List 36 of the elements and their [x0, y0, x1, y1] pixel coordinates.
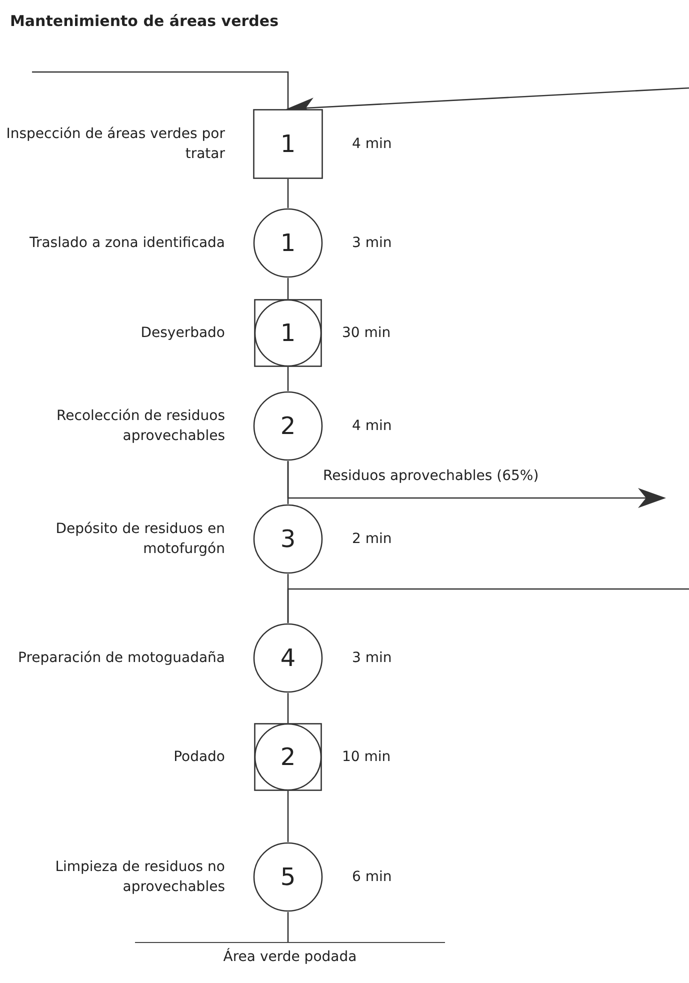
step-description: Podado [172, 748, 225, 767]
inspection-square: 1 [253, 109, 323, 179]
time-label: 4 min [352, 135, 392, 154]
operation-circle: 2 [253, 391, 323, 461]
operation-circle: 1 [253, 208, 323, 278]
time-label: 10 min [342, 748, 391, 767]
operation-circle: 5 [253, 842, 323, 912]
flow-line [287, 367, 289, 391]
combined-operation-symbol: 2 [254, 723, 322, 791]
flow-line [287, 461, 289, 504]
flow-line [287, 278, 289, 299]
combined-operation-symbol: 1 [254, 299, 322, 367]
time-label: 2 min [352, 530, 392, 549]
operation-circle: 4 [253, 623, 323, 693]
time-label: 3 min [352, 649, 392, 668]
flow-line [287, 693, 289, 723]
operation-circle: 3 [253, 504, 323, 574]
step-description: Preparación de motoguadaña [17, 649, 225, 668]
step-description: Recolección de residuos aprovechables [56, 407, 225, 446]
step-description: Desyerbado [140, 324, 225, 343]
step-description: Inspección de áreas verdes por tratar [5, 125, 225, 164]
time-label: 30 min [342, 324, 391, 343]
flow-line [287, 588, 689, 623]
diagram-title: Mantenimiento de áreas verdes [10, 12, 278, 30]
flow-line [287, 791, 289, 842]
time-label: 6 min [352, 868, 392, 887]
step-description: Depósito de residuos en motofurgón [54, 520, 225, 559]
flow-line [32, 71, 289, 109]
flow-line [287, 912, 289, 943]
flow-line [287, 179, 289, 208]
end-product-label: Área verde podada [135, 942, 445, 965]
edge-label: Residuos aprovechables (65%) [323, 468, 539, 484]
time-label: 4 min [352, 417, 392, 436]
time-label: 3 min [352, 234, 392, 253]
step-description: Limpieza de residuos no aprovechables [54, 858, 225, 897]
step-description: Traslado a zona identificada [28, 234, 225, 253]
